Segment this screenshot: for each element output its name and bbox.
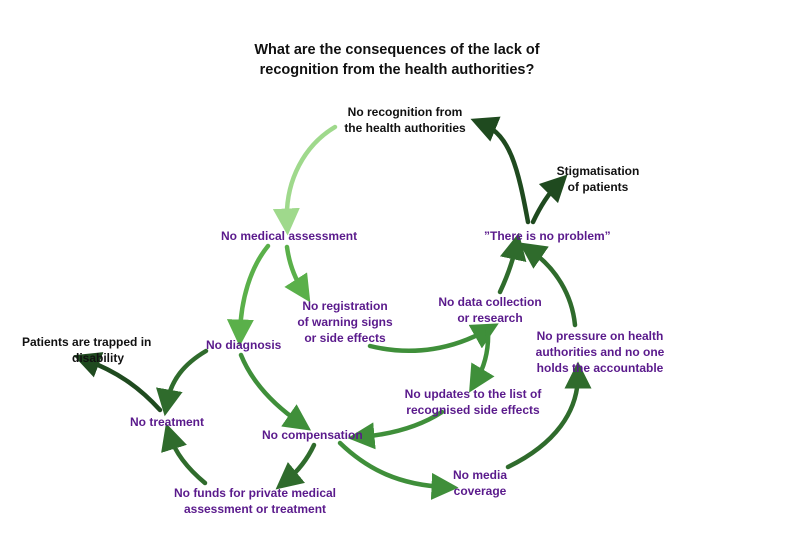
arrow-medical-assessment-to-registration — [284, 244, 311, 303]
node-label-line: or research — [457, 311, 523, 325]
node-no-pressure: No pressure on health authorities and no… — [520, 328, 680, 376]
node-no-media: No media coverage — [445, 467, 515, 499]
node-no-funds: No funds for private medical assessment … — [160, 485, 350, 517]
arrow-data-collection-to-no-problem — [497, 232, 527, 295]
arrow-treatment-to-trapped — [73, 352, 163, 413]
node-label-line: of patients — [567, 180, 629, 194]
node-no-treatment: No treatment — [130, 414, 204, 430]
node-label-line: coverage — [453, 484, 507, 498]
arrow-recognition-to-medical-assessment — [272, 124, 338, 236]
node-label-line: the health authorities — [344, 121, 466, 135]
diagram-title: What are the consequences of the lack of… — [205, 40, 589, 80]
title-line-2: recognition from the health authorities? — [259, 62, 535, 78]
arrow-updates-to-compensation — [347, 409, 445, 450]
arrow-no-problem-to-stigmatisation — [530, 174, 568, 225]
node-no-recognition: No recognition from the health authoriti… — [320, 104, 490, 136]
node-label-line: ”There is no problem” — [484, 229, 611, 243]
node-no-data-collection: No data collection or research — [430, 294, 550, 326]
node-label-line: Patients are trapped in — [22, 335, 152, 349]
node-there-is-no-problem: ”There is no problem” — [484, 228, 611, 244]
node-patients-trapped: Patients are trapped in disability — [22, 334, 151, 366]
node-label-line: No treatment — [130, 415, 205, 429]
arrow-diagnosis-to-compensation — [238, 352, 312, 431]
arrow-compensation-to-funds — [275, 442, 317, 490]
node-label-line: No registration — [302, 299, 388, 313]
node-label-line: No medical assessment — [221, 229, 358, 243]
node-label-line: disability — [72, 351, 125, 365]
arrow-no-problem-to-recognition — [470, 116, 531, 225]
node-no-registration: No registration of warning signs or side… — [290, 298, 400, 346]
node-label-line: of warning signs — [297, 315, 393, 329]
node-label-line: or side effects — [304, 331, 386, 345]
node-label-line: assessment or treatment — [183, 502, 327, 516]
node-no-compensation: No compensation — [262, 427, 363, 443]
node-label-line: No funds for private medical — [173, 486, 337, 500]
node-label-line: No compensation — [262, 428, 363, 442]
node-label-line: No diagnosis — [206, 338, 282, 352]
arrow-media-to-pressure — [505, 361, 592, 470]
node-label-line: No recognition from — [347, 105, 463, 119]
node-label-line: No media — [452, 468, 507, 482]
node-stigmatisation: Stigmatisation of patients — [548, 163, 648, 195]
arrow-medical-assessment-to-diagnosis — [226, 243, 271, 347]
node-label-line: recognised side effects — [406, 403, 540, 417]
node-no-diagnosis: No diagnosis — [206, 337, 281, 353]
node-label-line: Stigmatisation — [556, 164, 640, 178]
node-no-medical-assessment: No medical assessment — [221, 228, 357, 244]
node-label-line: No updates to the list of — [404, 387, 542, 401]
node-label-line: holds the accountable — [536, 361, 664, 375]
arrow-compensation-to-media — [337, 440, 459, 500]
arrow-diagnosis-to-treatment — [156, 348, 209, 417]
arrow-pressure-to-no-problem — [518, 242, 578, 328]
title-line-1: What are the consequences of the lack of — [254, 42, 540, 58]
arrow-funds-to-treatment — [161, 423, 208, 486]
node-no-updates: No updates to the list of recognised sid… — [388, 386, 558, 418]
arrow-registration-to-data-collection — [367, 323, 499, 353]
node-label-line: authorities and no one — [535, 345, 665, 359]
arrow-data-collection-to-updates — [469, 327, 495, 393]
node-label-line: No pressure on health — [536, 329, 664, 343]
node-label-line: No data collection — [438, 295, 542, 309]
